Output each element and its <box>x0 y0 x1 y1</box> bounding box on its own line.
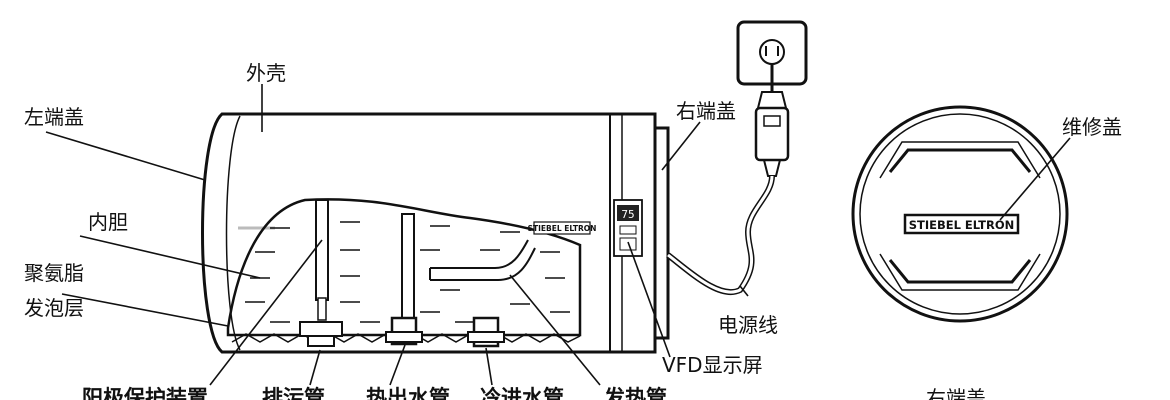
wall-socket <box>736 20 808 86</box>
label-right-view-caption: 右端盖 <box>926 386 986 400</box>
label-hot-out: 热出水管 <box>366 386 450 400</box>
heating-element <box>429 239 536 281</box>
fitting-anode <box>299 321 343 347</box>
label-vfd-display: VFD显示屏 <box>662 353 763 377</box>
label-left-end-cap: 左端盖 <box>24 105 84 129</box>
label-cold-in: 冷进水管 <box>480 386 564 400</box>
right-end-cap-view: STIEBEL ELTRON <box>851 105 1069 323</box>
fitting-drain <box>385 316 423 346</box>
power-cord <box>666 64 790 295</box>
vfd-reading: 75 <box>621 208 634 221</box>
label-anode: 阳极保护装置 <box>82 386 208 400</box>
tank-body <box>201 112 670 354</box>
label-drain: 排污管 <box>262 386 325 400</box>
label-maintenance-cover: 维修盖 <box>1062 115 1122 139</box>
cap-brand-text: STIEBEL ELTRON <box>909 218 1015 232</box>
hot-water-pipe <box>401 213 415 325</box>
label-inner-tank: 内胆 <box>88 210 128 234</box>
vfd-panel: 75 <box>613 199 643 257</box>
label-foam-line2: 发泡层 <box>24 296 84 320</box>
leader-lines <box>45 84 1071 386</box>
label-foam-line1: 聚氨脂 <box>24 261 84 285</box>
callout-labels: 外壳 左端盖 内胆 聚氨脂 发泡层 右端盖 电源线 VFD显示屏 维修盖 阳极保… <box>24 61 1122 400</box>
body-brand-plate: STIEBEL ELTRON <box>528 221 597 235</box>
label-power-cord: 电源线 <box>718 313 778 337</box>
label-outer-shell: 外壳 <box>246 61 286 85</box>
label-heater: 发热管 <box>603 386 667 400</box>
anode-rod <box>315 199 329 321</box>
label-right-end-cap: 右端盖 <box>676 99 736 123</box>
body-brand-text: STIEBEL ELTRON <box>528 224 597 233</box>
fitting-cold-in <box>467 316 505 348</box>
